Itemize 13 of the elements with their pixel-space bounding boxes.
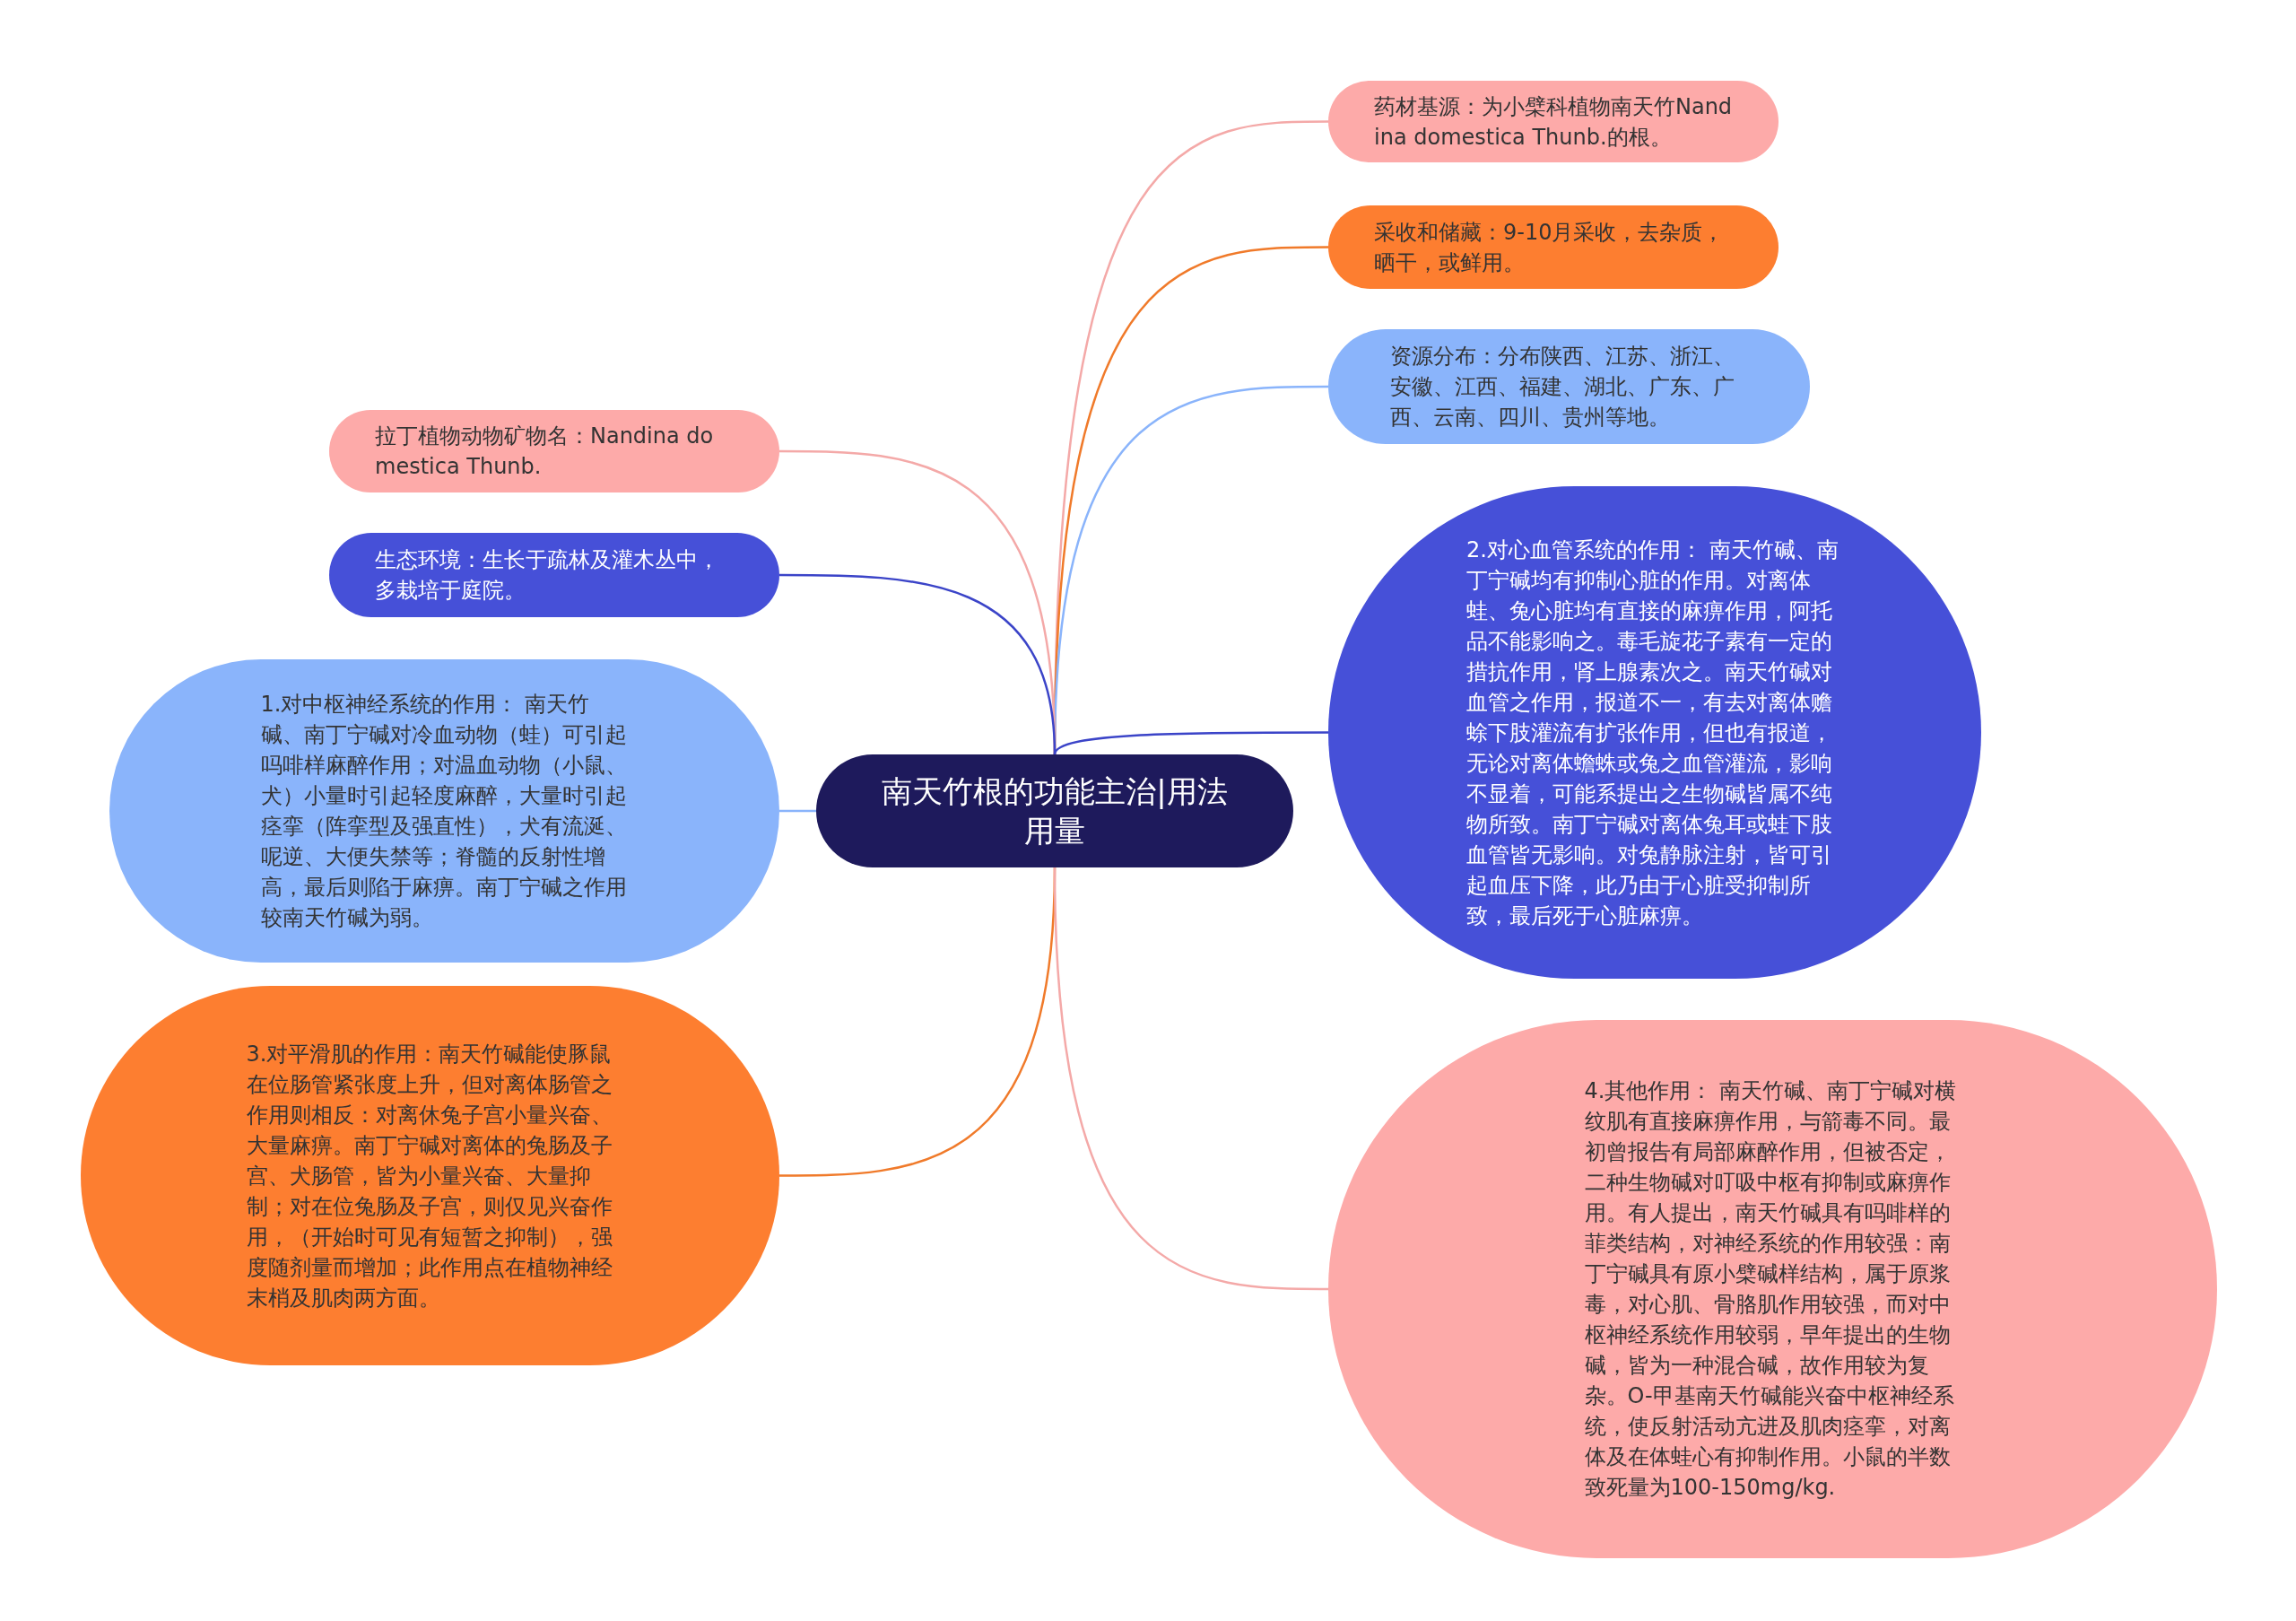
topic-text: 3.对平滑肌的作用：南天竹碱能使豚鼠在位肠管紧张度上升，但对离体肠管之作用则相反：对离休兔子宫小量兴奋、大量麻痹。南丁宁碱对离体的兔肠及子宫、犬肠管，皆为小量兴奋、大量抑制；对在位兔肠及子宫，则仅见兴奋作用，（开始时可见有短暂之抑制），强度随剂量而增加；此作用点在植物神经末梢及肌肉两方面。 <box>246 1040 613 1312</box>
topic-text: 1.对中枢神经系统的作用： 南天竹碱、南丁宁碱对冷血动物（蛙）可引起吗啡样麻醉作用；对温血动物（小鼠、犬）小量时引起轻度麻醉，大量时引起痉挛（阵挛型及强直性），犬有流涎、呢逆、大便失禁等；脊髓的反射性增高，最后则陷于麻痹。南丁宁碱之作用较南天竹碱为弱。 <box>260 691 628 932</box>
topic-text: 4.其他作用： 南天竹碱、南丁宁碱对横纹肌有直接麻痹作用，与箭毒不同。最初曾报告有局部麻醉作用，但被否定，二种生物碱对叮吸中枢有抑制或麻痹作用。有人提出，南天竹碱具有吗啡样的菲类结构，对神经系统的作用较强：南丁宁碱具有原小檗碱样结构，属于原浆毒，对心肌、骨胳肌作用较强，而对中枢神经系统作用较弱，早年提出的生物碱，皆为一种混合碱，故作用较为复杂。O-甲基南天竹碱能兴奋中枢神经系统，使反射活动亢进及肌肉痉挛，对离体及在体蛙心有抑制作用。小鼠的半数致死量为100-150mg/kg. <box>1584 1077 1958 1502</box>
topic-text: 采收和储藏：9-10月采收，去杂质，晒干，或鲜用。 <box>1374 218 1726 277</box>
connector-line <box>1053 731 1328 755</box>
topic-text: 药材基源：为小檗科植物南天竹Nandina domestica Thunb.的根。 <box>1374 92 1733 152</box>
topic-text: 拉丁植物动物矿物名：Nandina domestica Thunb. <box>375 423 715 481</box>
topic-text: 生态环境：生长于疏林及灌木丛中，多栽培于庭院。 <box>375 546 720 605</box>
topic-text: 2.对心血管系统的作用： 南天竹碱、南丁宁碱均有抑制心脏的作用。对离体蛙、兔心脏均有直接的麻痹作用，阿托品不能影响之。毒毛旋花子素有一定的措抗作用，肾上腺素次之。南天竹碱对血管之作用，报道不一，有去对离体赡蜍下肢灌流有扩张作用，但也有报道，无论对离体蟾蛛或兔之血管灌流，影响不显着，可能系提出之生物碱皆属不纯物所致。南丁宁碱对离体兔耳或蛙下肢血管皆无影响。对兔静脉注射，皆可引起血压下降，此乃由于心脏受抑制所致，最后死于心脏麻痹。 <box>1466 536 1839 930</box>
topic-text: 资源分布：分布陕西、江苏、浙江、安徽、江西、福建、湖北、广东、广西、云南、四川、贵州等地。 <box>1389 343 1735 431</box>
connector-line <box>1053 867 1328 1291</box>
topic-text: 南天竹根的功能主治|用法用量 <box>881 772 1229 850</box>
connector-line <box>779 809 816 813</box>
